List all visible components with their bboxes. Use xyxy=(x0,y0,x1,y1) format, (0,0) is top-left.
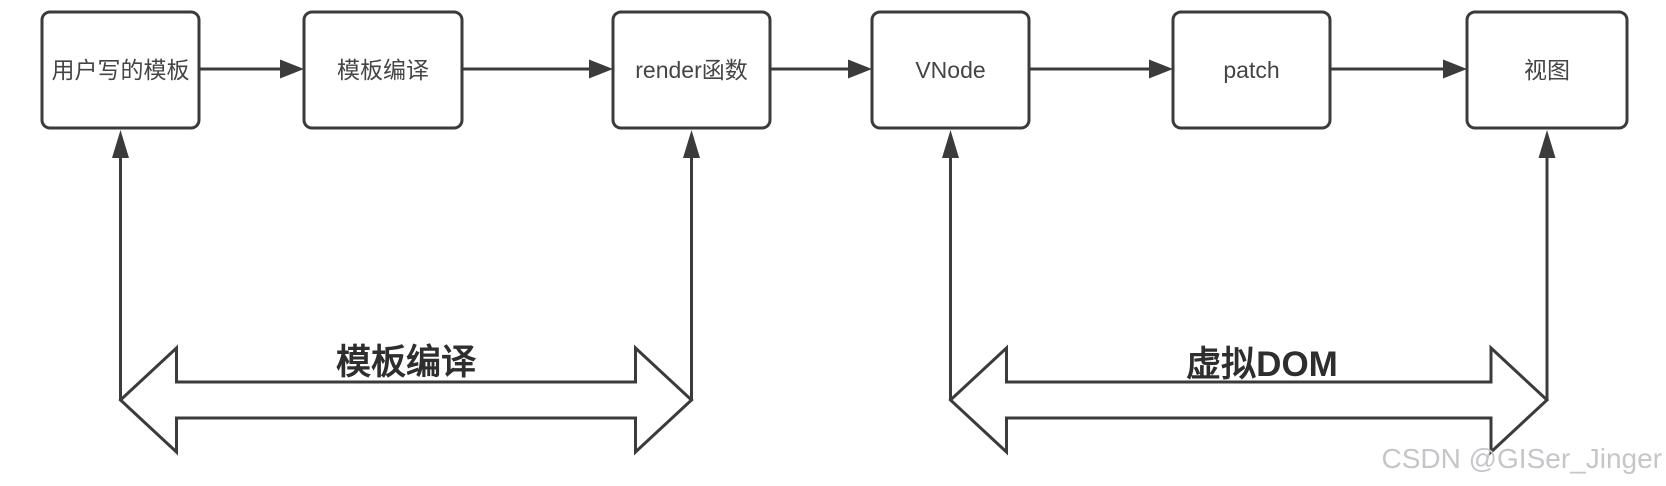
flow-arrow-2-icon xyxy=(462,59,613,79)
watermark-text: CSDN @GISer_Jinger xyxy=(1381,443,1662,474)
node-patch-label: patch xyxy=(1223,57,1279,83)
up-arrow-user-template-icon xyxy=(112,130,129,400)
node-view: 视图 xyxy=(1465,10,1629,130)
node-render-function-label: render函数 xyxy=(635,57,747,83)
up-arrow-vnode-icon xyxy=(942,130,959,400)
up-arrow-render-function-icon xyxy=(683,130,700,400)
node-view-label: 视图 xyxy=(1524,57,1570,83)
span-label-virtual-dom: 虚拟DOM xyxy=(1186,345,1338,384)
node-template-compile: 模板编译 xyxy=(302,10,464,130)
span-arrow-template-compile: 模板编译 xyxy=(118,343,694,456)
up-arrow-view-icon xyxy=(1538,130,1556,400)
flow-arrow-1-icon xyxy=(199,59,304,79)
node-render-function: render函数 xyxy=(611,10,772,130)
flow-arrow-4-icon xyxy=(1029,59,1173,79)
node-vnode-label: VNode xyxy=(915,57,985,83)
node-user-template-label: 用户写的模板 xyxy=(52,57,190,83)
flow-arrow-3-icon xyxy=(770,59,872,79)
double-arrow-icon xyxy=(948,344,1550,456)
node-view-box xyxy=(1465,10,1629,130)
node-patch: patch xyxy=(1171,10,1332,130)
flow-arrow-5-icon xyxy=(1330,59,1467,79)
node-vnode: VNode xyxy=(870,10,1031,130)
double-arrow-icon xyxy=(118,344,694,456)
node-user-template: 用户写的模板 xyxy=(40,10,201,130)
span-arrow-virtual-dom: 虚拟DOM xyxy=(948,344,1550,456)
node-template-compile-label: 模板编译 xyxy=(337,57,429,83)
span-label-template-compile: 模板编译 xyxy=(336,343,477,382)
